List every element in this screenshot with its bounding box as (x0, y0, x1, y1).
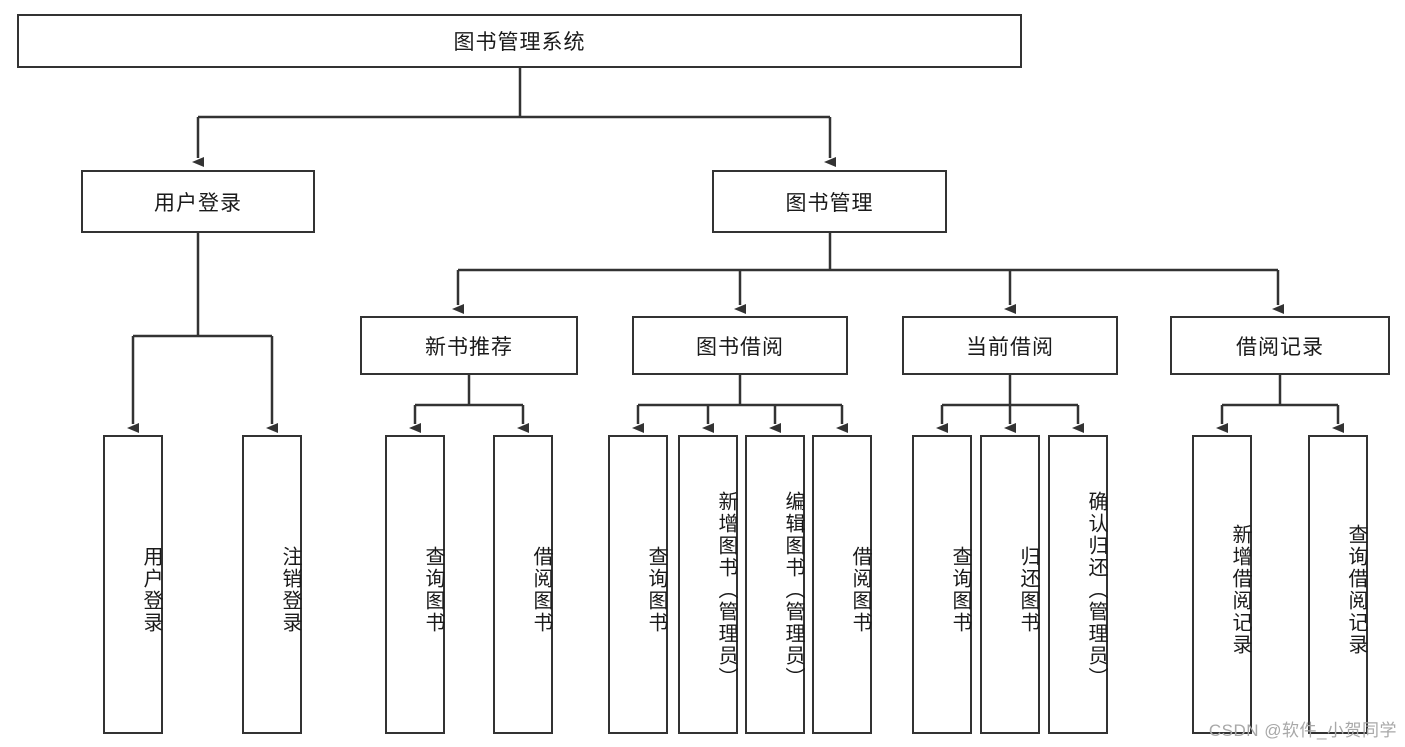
node-label: 借阅图书 (530, 545, 552, 634)
node-book-management[interactable]: 图书管理 (712, 170, 947, 233)
leaf-new-book-query[interactable]: 查询图书 (385, 435, 445, 734)
leaf-borrow-query-book[interactable]: 查询图书 (608, 435, 668, 734)
node-label: 查询图书 (422, 545, 444, 634)
node-label: 新增图书（管理员） (715, 490, 737, 689)
leaf-user-login-signin[interactable]: 用户登录 (103, 435, 163, 734)
watermark-text: CSDN @软件_小贺同学 (1208, 721, 1397, 740)
node-label: 查询借阅记录 (1345, 523, 1367, 656)
node-label: 编辑图书（管理员） (782, 490, 804, 689)
leaf-current-return-book[interactable]: 归还图书 (980, 435, 1040, 734)
leaf-current-query-book[interactable]: 查询图书 (912, 435, 972, 734)
node-label: 新书推荐 (425, 335, 513, 359)
leaf-record-query-borrow-record[interactable]: 查询借阅记录 (1308, 435, 1368, 734)
leaf-borrow-borrow-book[interactable]: 借阅图书 (812, 435, 872, 734)
node-root-book-management-system[interactable]: 图书管理系统 (17, 14, 1022, 68)
leaf-current-confirm-return-admin[interactable]: 确认归还（管理员） (1048, 435, 1108, 734)
node-label: 查询图书 (949, 545, 971, 634)
leaf-user-login-signout[interactable]: 注销登录 (242, 435, 302, 734)
node-label: 新增借阅记录 (1229, 523, 1251, 656)
node-label: 归还图书 (1017, 545, 1039, 634)
leaf-new-book-borrow[interactable]: 借阅图书 (493, 435, 553, 734)
node-borrow-record[interactable]: 借阅记录 (1170, 316, 1390, 375)
node-label: 图书管理系统 (453, 31, 586, 54)
node-label: 当前借阅 (966, 335, 1054, 359)
node-label: 图书借阅 (696, 335, 784, 359)
leaf-borrow-add-book-admin[interactable]: 新增图书（管理员） (678, 435, 738, 734)
node-label: 图书管理 (785, 191, 874, 215)
node-label: 注销登录 (279, 545, 301, 634)
node-label: 借阅记录 (1236, 335, 1324, 359)
node-book-borrow[interactable]: 图书借阅 (632, 316, 848, 375)
node-label: 用户登录 (140, 545, 162, 634)
node-user-login[interactable]: 用户登录 (81, 170, 315, 233)
leaf-borrow-edit-book-admin[interactable]: 编辑图书（管理员） (745, 435, 805, 734)
node-current-borrow[interactable]: 当前借阅 (902, 316, 1118, 375)
node-label: 查询图书 (645, 545, 667, 634)
node-label: 确认归还（管理员） (1085, 490, 1107, 689)
node-label: 借阅图书 (849, 545, 871, 634)
node-new-book-recommendation[interactable]: 新书推荐 (360, 316, 578, 375)
node-label: 用户登录 (154, 191, 242, 215)
leaf-record-add-borrow-record[interactable]: 新增借阅记录 (1192, 435, 1252, 734)
